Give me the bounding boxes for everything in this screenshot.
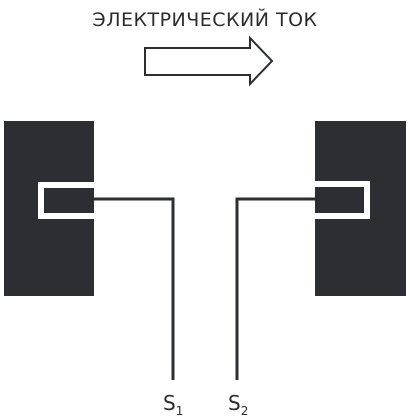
s2-index: 2 [241, 404, 249, 418]
s1-label: S1 [163, 391, 183, 418]
left-electrode-core [44, 188, 94, 213]
s2-label: S2 [228, 391, 248, 418]
right-electrode-core [315, 187, 364, 213]
right-electrode-block [315, 121, 406, 296]
current-direction-arrow [144, 35, 274, 87]
s2-letter: S [228, 391, 241, 415]
left-electrode-block [4, 121, 94, 296]
s1-letter: S [163, 391, 176, 415]
s1-wire [94, 197, 175, 380]
s2-wire [235, 197, 315, 380]
title-text: ЭЛЕКТРИЧЕСКИЙ ТОК [92, 8, 317, 31]
s1-index: 1 [176, 404, 184, 418]
